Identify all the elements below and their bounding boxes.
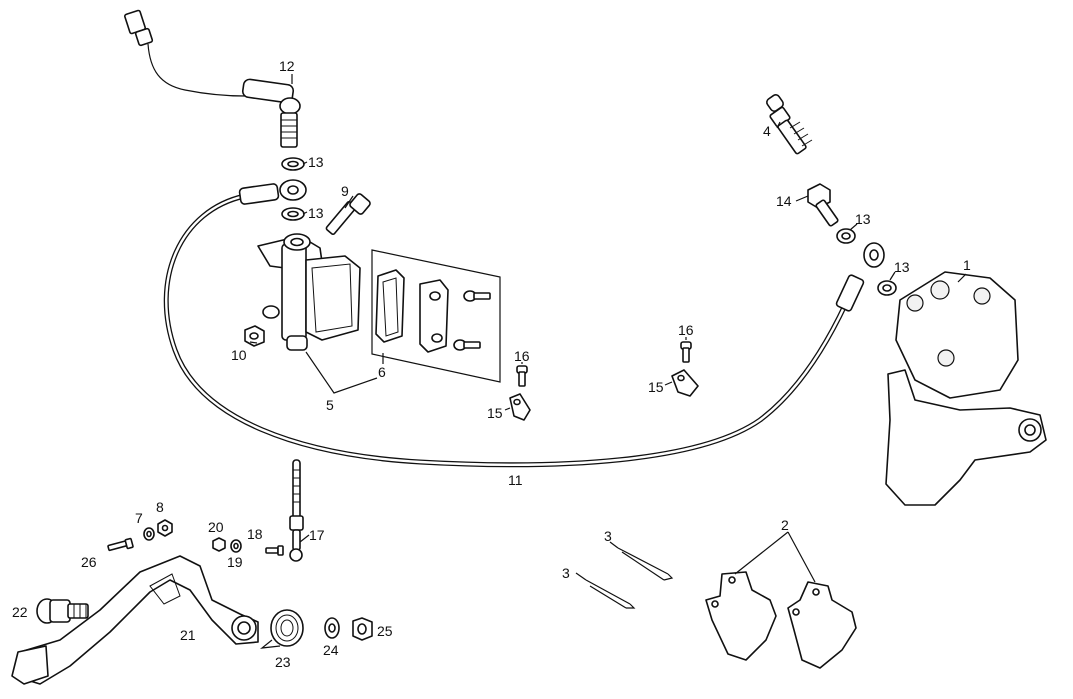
label-part-2: 2 [781,517,789,533]
label-part-1: 1 [963,257,971,273]
label-part-7: 7 [135,510,143,526]
part-20-nut [212,537,226,552]
label-part-9: 9 [341,183,349,199]
part-11-brake-hose [163,179,885,468]
part-17-pushrod [289,459,304,562]
label-part-15-center: 15 [487,405,503,421]
label-part-12: 12 [279,58,295,74]
label-part-13-caliper: 13 [894,259,910,275]
part-23-return-spring [260,609,304,649]
part-number-labels: 1 2 3 3 4 5 6 7 8 9 10 11 12 13 13 13 13… [12,58,971,670]
part-21-brake-pedal [11,555,259,685]
label-part-18: 18 [247,526,263,542]
label-part-20: 20 [208,519,224,535]
label-part-16-right: 16 [678,322,694,338]
part-22-pivot-bolt [36,598,89,624]
part-7-washer [143,527,155,541]
part-24-washer [324,617,340,639]
label-part-6: 6 [378,364,386,380]
label-part-3-upper: 3 [604,528,612,544]
label-part-23: 23 [275,654,291,670]
label-part-14: 14 [776,193,792,209]
label-part-5: 5 [326,397,334,413]
label-part-21: 21 [180,627,196,643]
label-part-19: 19 [227,554,243,570]
label-part-16-center: 16 [514,348,530,364]
part-12-brake-switch [124,9,301,148]
part-1-brake-caliper [885,271,1047,506]
part-15-clip-center [509,393,531,421]
part-25-nut [352,617,373,641]
part-18-screw [265,545,284,556]
part-2-brake-pad-left [705,571,777,661]
label-part-3-lower: 3 [562,565,570,581]
label-part-8: 8 [156,499,164,515]
part-3-pin-upper [617,547,674,581]
part-4-bleed-valve [766,94,813,155]
label-part-11: 11 [508,472,523,488]
part-10-nut [244,325,265,347]
label-part-17: 17 [309,527,325,543]
part-19-washer [230,539,242,553]
leader-lines [249,74,967,583]
part-16-screw-right [680,341,692,363]
label-part-24: 24 [323,642,339,658]
part-8-nut [157,519,173,537]
part-16-screw-center [516,365,528,387]
part-9-bolt [325,193,371,235]
label-part-13-middle: 13 [308,205,324,221]
label-part-4: 4 [763,123,771,139]
label-part-25: 25 [377,623,393,639]
part-6-reservoir-cap-kit [371,249,501,383]
part-3-pin-lower [585,579,636,609]
part-14-bolt [807,183,839,227]
part-13-washers-right [836,228,897,296]
label-part-13-upper: 13 [308,154,324,170]
label-part-10: 10 [231,347,247,363]
reservoir-screw-top [463,290,491,302]
part-26-screw [107,537,134,552]
reservoir-screw-bottom [453,339,481,351]
label-part-26: 26 [81,554,97,570]
part-2-brake-pad-right [787,581,857,669]
label-part-15-right: 15 [648,379,664,395]
part-5-master-cylinder [257,233,361,351]
label-part-13-right: 13 [855,211,871,227]
label-part-22: 22 [12,604,28,620]
part-15-clip-right [671,369,699,397]
part-13-washers-upper [281,157,305,221]
